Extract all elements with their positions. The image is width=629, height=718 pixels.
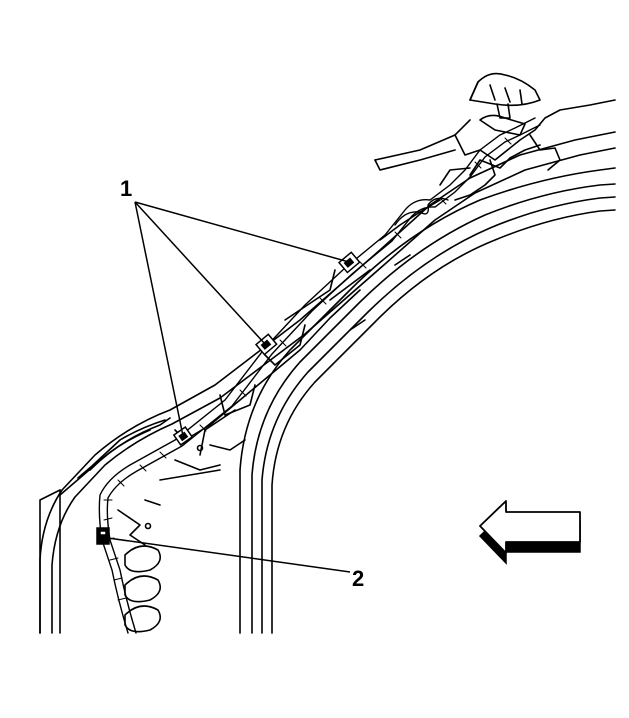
- arrow-left-icon: [478, 500, 581, 565]
- leader-line-1a: [134, 201, 184, 437]
- wiring-harness: [98, 117, 541, 634]
- leader-line-1b: [134, 201, 266, 345]
- callout-label-2: 2: [352, 566, 364, 591]
- leader-line-2: [107, 537, 351, 573]
- harness-connector-2: [96, 527, 110, 545]
- leader-line-1c: [134, 201, 350, 263]
- callout-label-1: 1: [120, 176, 132, 201]
- leader-lines: [107, 201, 351, 573]
